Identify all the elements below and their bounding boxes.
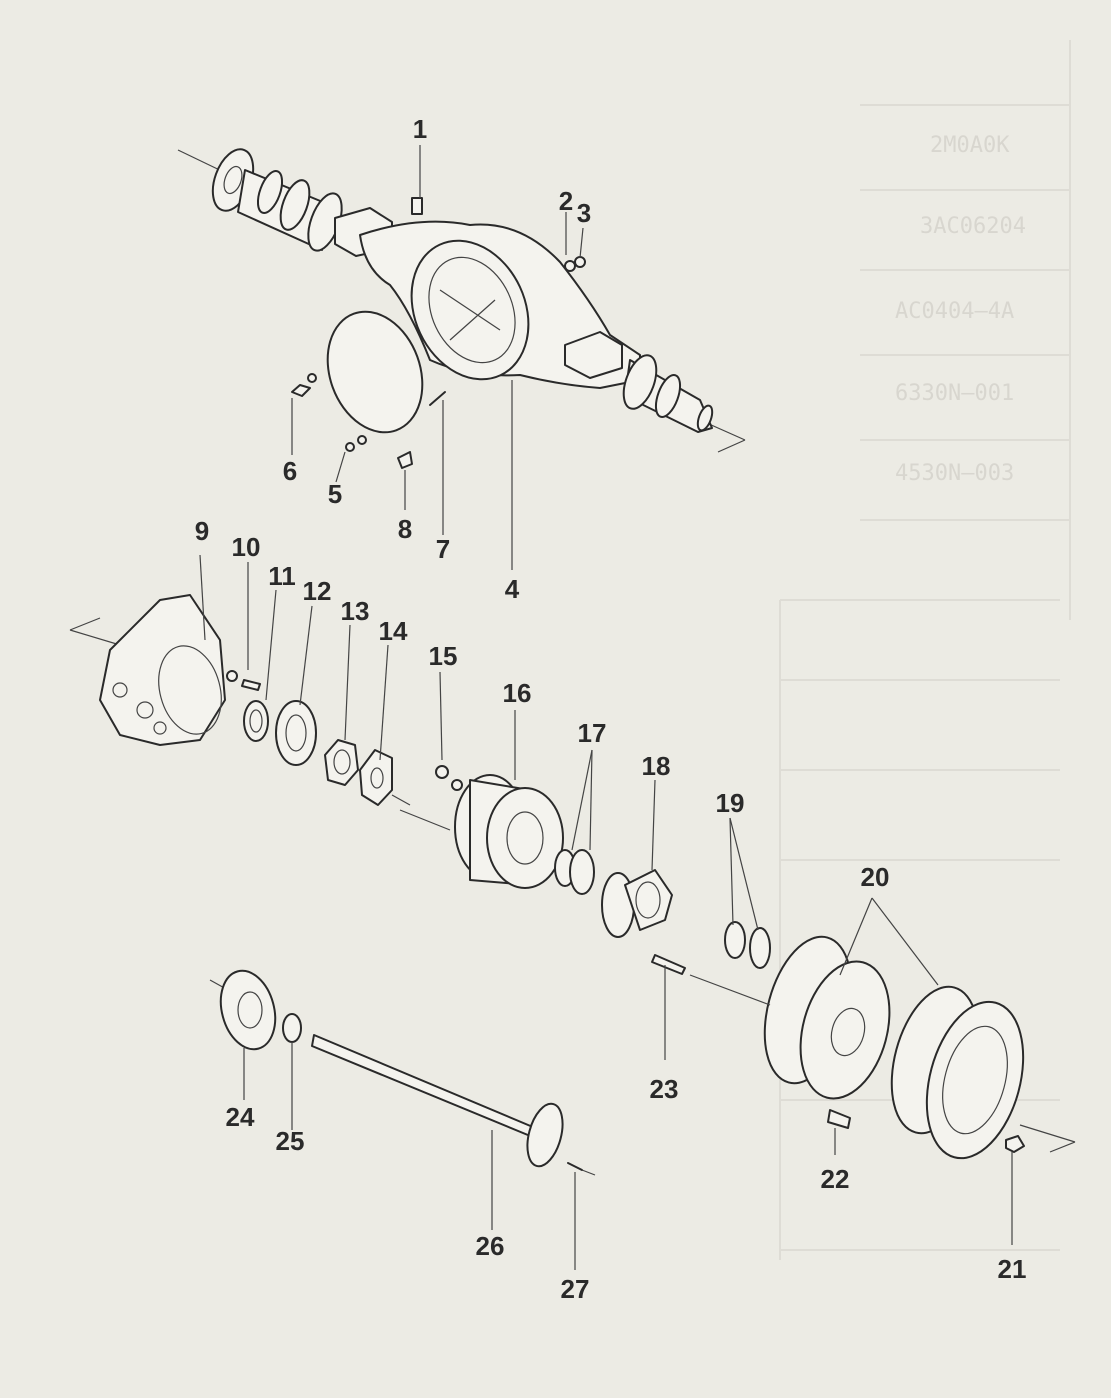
leaders-middle bbox=[199, 554, 1013, 1245]
bleed-text-3: AC0404—4A bbox=[895, 299, 1014, 324]
callout-13: 13 bbox=[341, 596, 370, 626]
hub-brake-assembly bbox=[69, 594, 1076, 1160]
callout-19: 19 bbox=[716, 788, 745, 818]
bleed-text-1: 2M0A0K bbox=[930, 133, 1010, 158]
bleed-text-4: 6330N—001 bbox=[895, 381, 1014, 406]
leaders-bottom bbox=[243, 1042, 576, 1270]
callout-16: 16 bbox=[503, 678, 532, 708]
callout-11: 11 bbox=[268, 561, 296, 591]
callout-5: 5 bbox=[328, 479, 342, 509]
leaders-top bbox=[291, 145, 584, 570]
callout-25: 25 bbox=[276, 1126, 305, 1156]
callout-3: 3 bbox=[577, 198, 591, 228]
callout-12: 12 bbox=[303, 576, 332, 606]
callout-21: 21 bbox=[998, 1254, 1027, 1284]
callout-7: 7 bbox=[436, 534, 450, 564]
callout-2: 2 bbox=[559, 186, 573, 216]
callout-18: 18 bbox=[642, 751, 671, 781]
callout-15: 15 bbox=[429, 641, 458, 671]
axle-shaft-assembly bbox=[209, 969, 596, 1176]
callout-6: 6 bbox=[283, 456, 297, 486]
callout-26: 26 bbox=[476, 1231, 505, 1261]
callout-20: 20 bbox=[861, 862, 890, 892]
callout-8: 8 bbox=[398, 514, 412, 544]
callout-17: 17 bbox=[578, 718, 607, 748]
bleed-text-5: 4530N—003 bbox=[895, 461, 1014, 486]
callout-27: 27 bbox=[561, 1274, 590, 1304]
axle-housing bbox=[177, 148, 746, 469]
bleed-through-table: 2M0A0K 3AC06204 AC0404—4A 6330N—001 4530… bbox=[779, 40, 1071, 1260]
callout-22: 22 bbox=[821, 1164, 850, 1194]
callout-14: 14 bbox=[379, 616, 408, 646]
bleed-text-2: 3AC06204 bbox=[920, 214, 1026, 239]
callout-1: 1 bbox=[413, 114, 427, 144]
callout-10: 10 bbox=[232, 532, 261, 562]
callout-9: 9 bbox=[195, 516, 209, 546]
callout-4: 4 bbox=[505, 574, 520, 604]
callout-23: 23 bbox=[650, 1074, 679, 1104]
callout-24: 24 bbox=[226, 1102, 255, 1132]
